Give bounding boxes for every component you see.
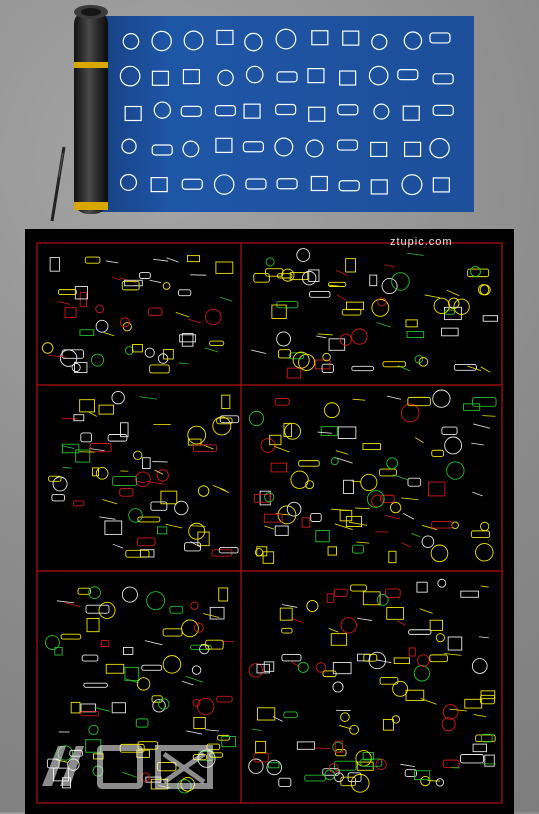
logo-icon bbox=[40, 736, 220, 796]
blueprint-sheet bbox=[94, 14, 474, 214]
pen-icon bbox=[48, 145, 68, 225]
cad-sheet bbox=[25, 229, 514, 814]
watermark-url: ztupic.com bbox=[390, 236, 510, 248]
scroll-roll-icon bbox=[66, 2, 114, 220]
